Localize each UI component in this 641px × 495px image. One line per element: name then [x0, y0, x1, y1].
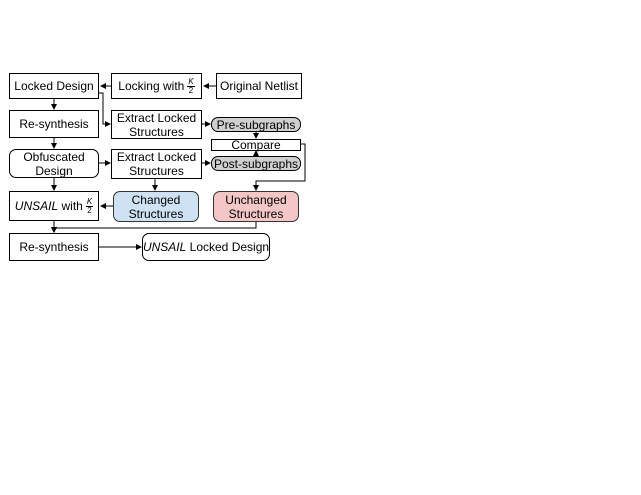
extract-locked-structures-label-1: Extract Locked Structures: [116, 110, 197, 139]
unsail-fraction-denominator: 2: [87, 205, 92, 215]
unsail-locked-rest: Locked Design: [186, 240, 270, 254]
unsail-locked-name: UNSAIL: [142, 240, 187, 254]
locked-design-node: Locked Design: [9, 73, 99, 99]
obfuscated-design-label: Obfuscated Design: [23, 149, 85, 178]
resynthesis-label-2: Re-synthesis: [19, 240, 89, 254]
unsail-fraction-numerator: K: [85, 196, 94, 207]
arrow-locked-to-extract1: [99, 92, 111, 127]
pre-subgraphs-node: Pre-subgraphs: [211, 117, 301, 132]
changed-structures-node: Changed Structures: [113, 191, 199, 222]
original-netlist-label: Original Netlist: [219, 79, 299, 93]
arrow-compare-to-unchanged: [253, 143, 306, 191]
fraction-denominator: 2: [188, 85, 194, 95]
locked-design-label: Locked Design: [14, 79, 94, 93]
resynthesis-node-2: Re-synthesis: [9, 233, 99, 261]
original-netlist-node: Original Netlist: [216, 73, 302, 99]
pre-subgraphs-label: Pre-subgraphs: [216, 117, 296, 132]
resynthesis-label-1: Re-synthesis: [19, 117, 89, 131]
unsail-locked-design-node: UNSAIL Locked Design: [142, 233, 270, 261]
unsail-name: UNSAIL: [14, 199, 59, 213]
post-subgraphs-node: Post-subgraphs: [211, 156, 301, 171]
unchanged-structures-label: Unchanged Structures: [225, 192, 287, 221]
extract-locked-structures-node-1: Extract Locked Structures: [111, 110, 202, 139]
locking-label: Locking with: [118, 79, 185, 93]
resynthesis-node-1: Re-synthesis: [9, 110, 99, 138]
fraction-numerator: K: [187, 76, 195, 87]
post-subgraphs-label: Post-subgraphs: [213, 156, 299, 171]
compare-node: Compare: [211, 138, 301, 152]
changed-structures-label: Changed Structures: [128, 192, 184, 221]
unsail-node: UNSAIL with K 2: [9, 191, 99, 221]
locking-node: Locking with K 2: [111, 73, 202, 99]
arrow-unchanged-to-resynth2: [51, 222, 257, 233]
extract-locked-structures-label-2: Extract Locked Structures: [116, 150, 197, 178]
unsail-with-label: with: [58, 199, 83, 213]
extract-locked-structures-node-2: Extract Locked Structures: [111, 149, 202, 179]
unsail-k-over-2-fraction: K 2: [85, 196, 94, 215]
unchanged-structures-node: Unchanged Structures: [213, 191, 299, 222]
obfuscated-design-node: Obfuscated Design: [9, 149, 99, 178]
k-over-2-fraction: K 2: [187, 76, 195, 95]
compare-label: Compare: [231, 138, 281, 152]
